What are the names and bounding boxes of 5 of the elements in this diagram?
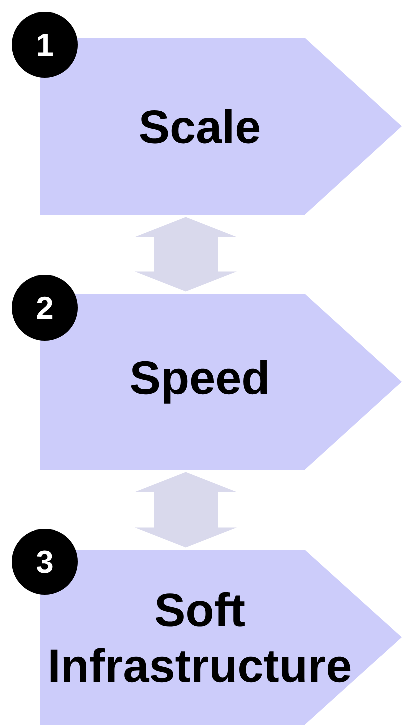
number-badge: 3 [12,529,78,595]
double-arrow [135,472,237,548]
number-badge: 1 [12,12,78,78]
number-badge: 2 [12,275,78,341]
double-arrow [135,217,237,292]
